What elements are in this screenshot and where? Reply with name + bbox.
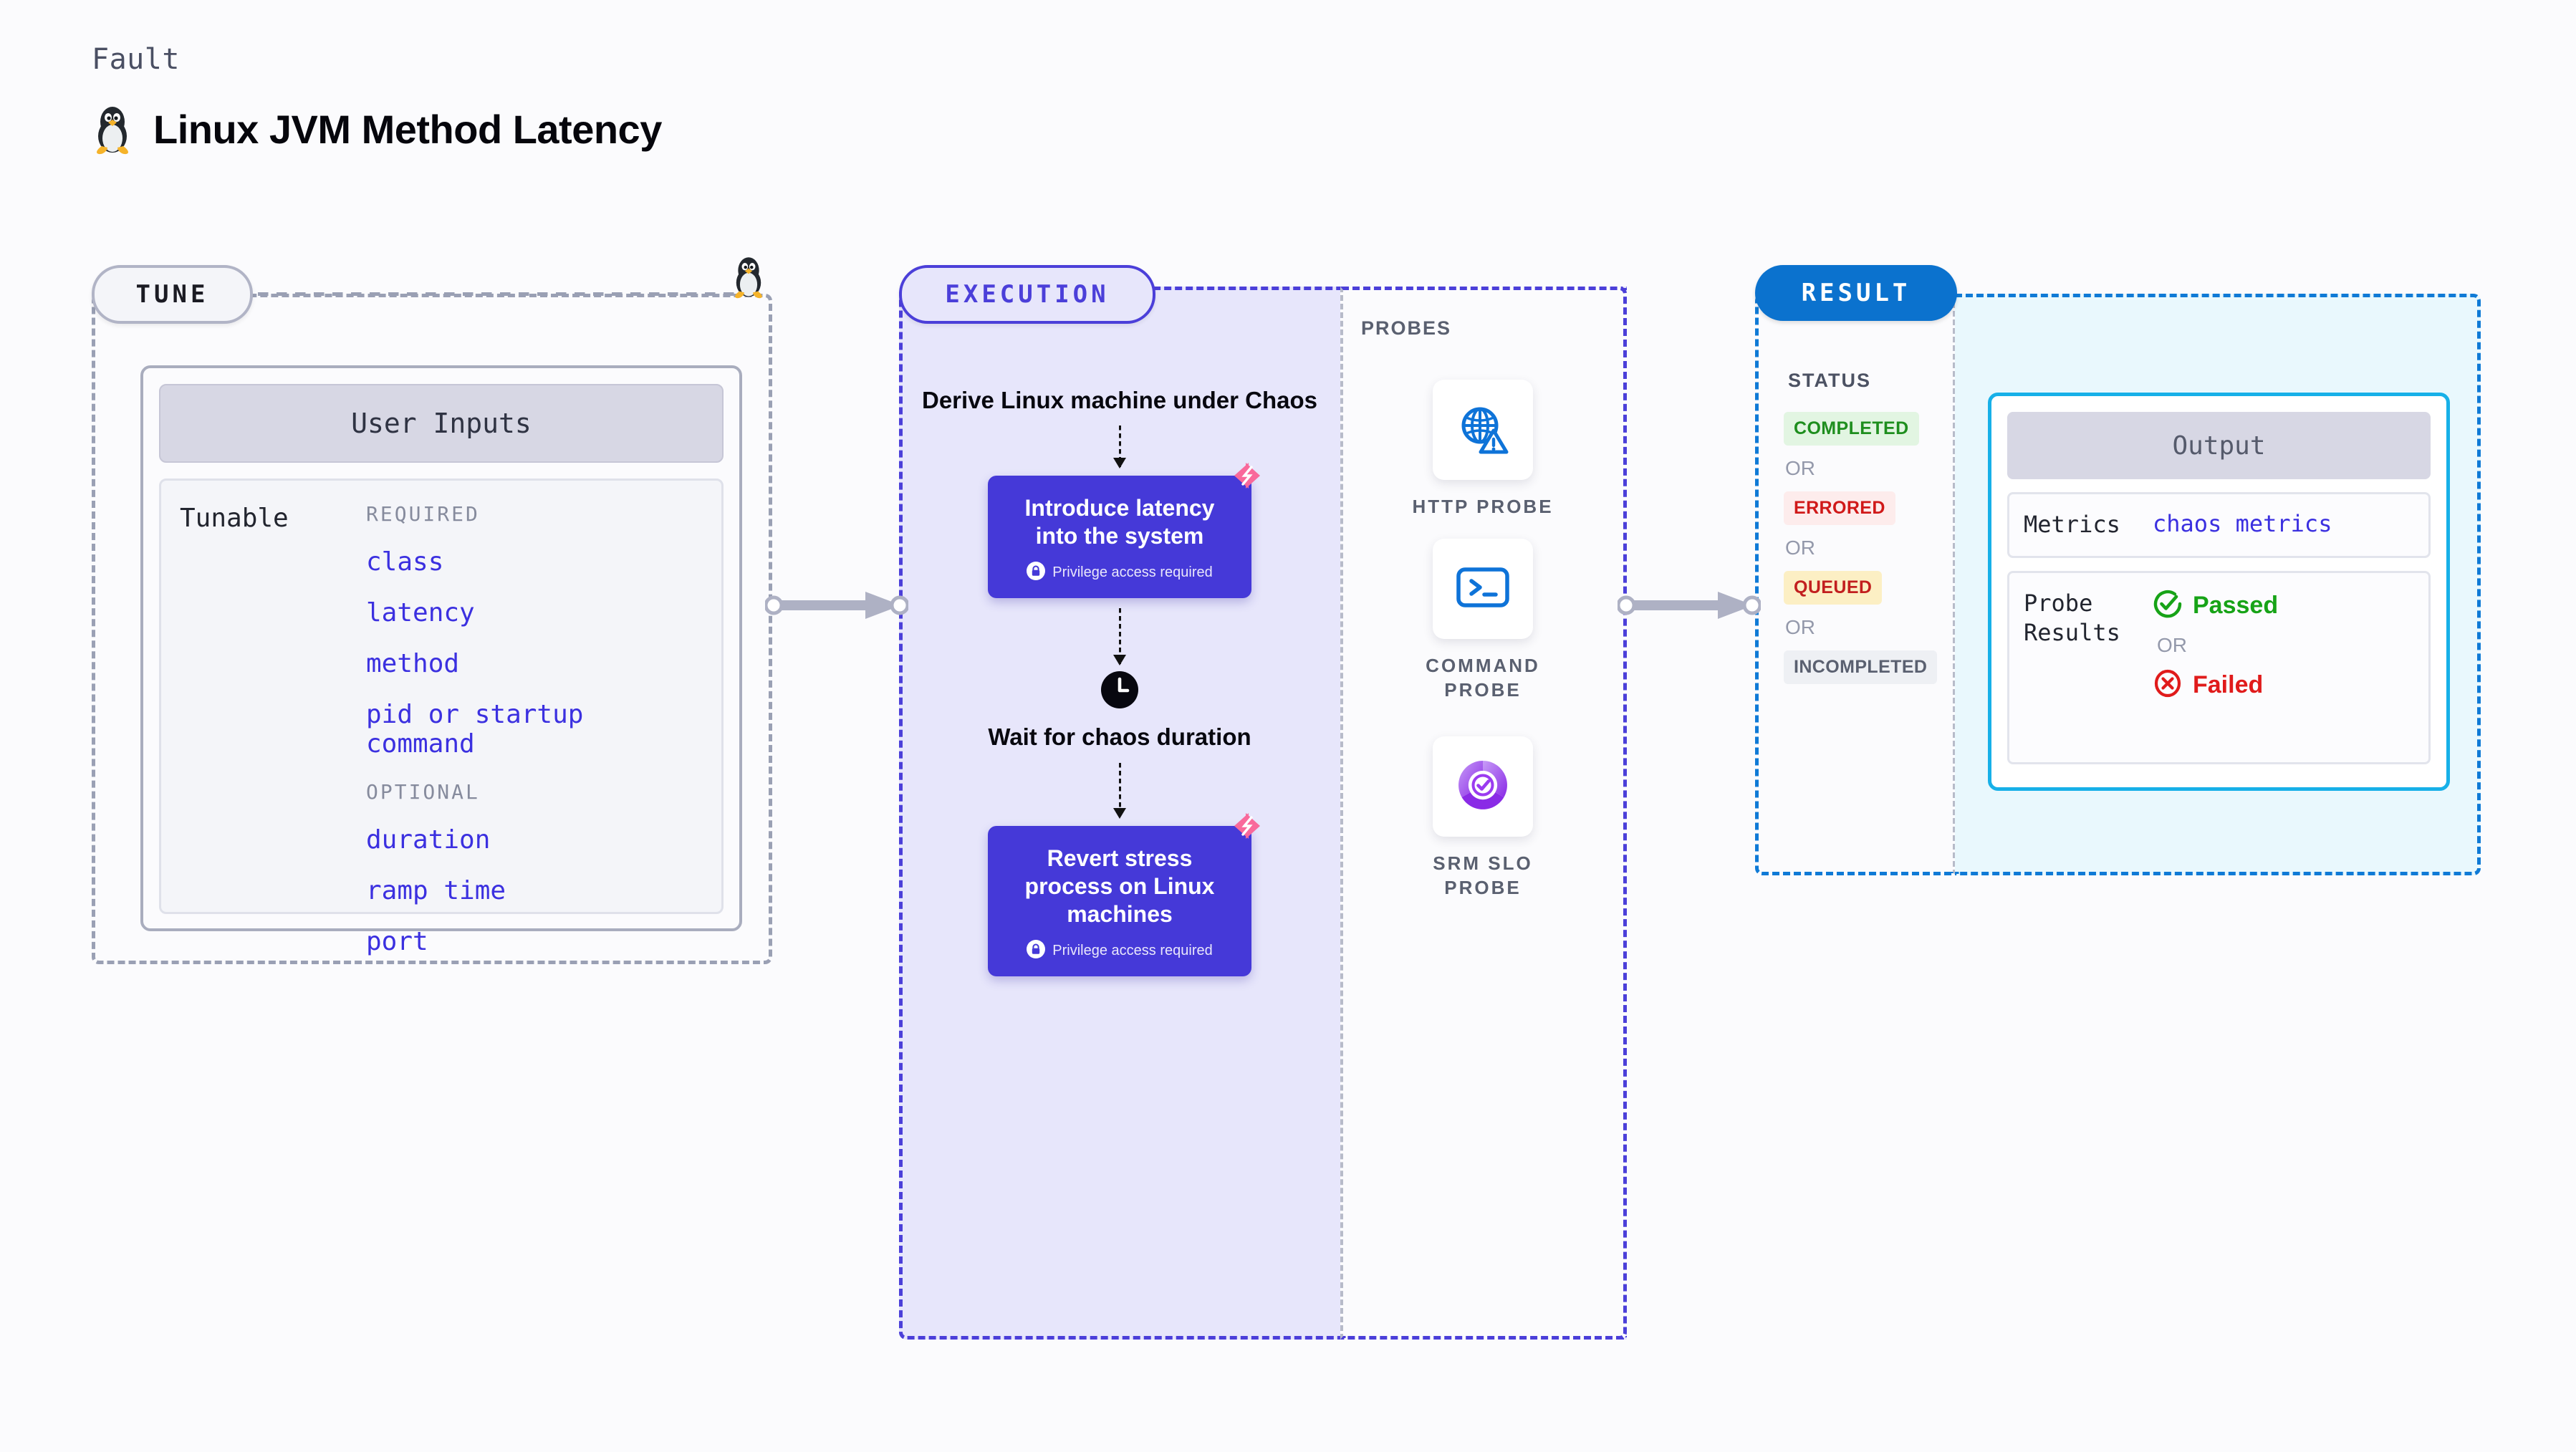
probe-result-passed: Passed xyxy=(2153,589,2278,622)
privilege-row: Privilege access required xyxy=(1001,562,1239,584)
probes-title: PROBES xyxy=(1361,317,1452,339)
linux-penguin-icon xyxy=(92,103,133,155)
probe-card[interactable] xyxy=(1433,380,1533,480)
probe-command[interactable]: COMMAND PROBE xyxy=(1397,539,1569,703)
execution-stage-pill[interactable]: EXECUTION xyxy=(899,265,1155,324)
metrics-label: Metrics xyxy=(2024,511,2120,538)
flow-arrow-1 xyxy=(1113,425,1126,469)
lock-icon xyxy=(1027,562,1046,584)
output-row-probe-results: Probe Results Passed OR xyxy=(2007,570,2431,764)
probe-results-values: Passed OR Failed xyxy=(2153,589,2278,702)
connector-execution-to-result xyxy=(1616,587,1762,627)
user-inputs-header: User Inputs xyxy=(159,384,724,463)
chaos-node-introduce-latency[interactable]: Introduce latency into the system Privil… xyxy=(988,463,1260,599)
probe-result-failed: Failed xyxy=(2153,668,2278,702)
required-group-label: REQUIRED xyxy=(366,502,480,526)
privilege-note: Privilege access required xyxy=(1052,942,1213,958)
passed-label: Passed xyxy=(2193,591,2279,619)
status-badge-incompleted: INCOMPLETED xyxy=(1784,650,1938,684)
output-card: Output Metrics chaos metrics Probe Resul… xyxy=(1988,393,2450,791)
tune-connector-dashed-line xyxy=(258,292,738,296)
tunable-item-duration[interactable]: duration xyxy=(366,825,491,855)
linux-penguin-corner-icon xyxy=(731,254,766,299)
chaos-bolt-icon xyxy=(1230,810,1264,845)
flow-arrow-2 xyxy=(1113,608,1126,666)
or-separator: OR xyxy=(1785,616,1815,638)
lock-icon xyxy=(1027,939,1046,962)
user-inputs-card: User Inputs Tunable REQUIRED class laten… xyxy=(140,365,742,956)
probe-label: SRM SLO PROBE xyxy=(1433,852,1533,899)
status-title: STATUS xyxy=(1788,370,1871,391)
probe-card[interactable] xyxy=(1433,736,1533,837)
tune-stage-pill[interactable]: TUNE xyxy=(92,265,253,324)
status-badge-errored: ERRORED xyxy=(1784,491,1895,525)
output-header: Output xyxy=(2007,412,2431,479)
title-row: Linux JVM Method Latency xyxy=(92,103,662,155)
probe-results-label: Probe Results xyxy=(2024,589,2120,647)
probe-label: COMMAND PROBE xyxy=(1426,655,1540,701)
check-circle-icon xyxy=(2153,589,2183,622)
tunable-item-method[interactable]: method xyxy=(366,649,460,678)
chaos-node-title: Introduce latency into the system xyxy=(1024,495,1215,549)
fault-label: Fault xyxy=(92,43,180,76)
terminal-icon xyxy=(1456,565,1510,613)
or-separator: OR xyxy=(1785,537,1815,559)
privilege-row: Privilege access required xyxy=(1001,939,1239,962)
chaos-node-title: Revert stress process on Linux machines xyxy=(1024,845,1215,927)
derive-machine-step: Derive Linux machine under Chaos xyxy=(922,387,1317,413)
slo-donut-check-icon xyxy=(1455,757,1511,817)
tunable-list: REQUIRED class latency method pid or sta… xyxy=(366,502,703,956)
tunable-item-latency[interactable]: latency xyxy=(366,598,475,628)
tunable-label: Tunable xyxy=(180,504,289,533)
execution-flow: Derive Linux machine under Chaos Introdu… xyxy=(899,287,1340,1340)
or-separator: OR xyxy=(2157,633,2187,656)
status-list: COMPLETED OR ERRORED OR QUEUED OR INCOMP… xyxy=(1784,412,1948,684)
probe-label: HTTP PROBE xyxy=(1412,496,1554,517)
chaos-bolt-icon xyxy=(1230,460,1264,495)
wait-for-chaos-duration-step: Wait for chaos duration xyxy=(988,723,1251,751)
chaos-node-revert-stress[interactable]: Revert stress process on Linux machines … xyxy=(988,812,1260,976)
page-header: Fault Linux JVM Method Latency xyxy=(92,43,662,155)
privilege-note: Privilege access required xyxy=(1052,564,1213,581)
flow-arrow-3 xyxy=(1113,762,1126,819)
metrics-value[interactable]: chaos metrics xyxy=(2153,510,2332,537)
tunable-item-pid-or-startup-command[interactable]: pid or startup command xyxy=(366,700,584,759)
optional-group-label: OPTIONAL xyxy=(366,780,480,804)
clock-icon xyxy=(1101,671,1138,712)
x-circle-icon xyxy=(2153,668,2183,702)
connector-tune-to-execution xyxy=(764,587,910,627)
page-title: Linux JVM Method Latency xyxy=(153,106,662,152)
result-stage-pill[interactable]: RESULT xyxy=(1755,265,1957,321)
status-badge-completed: COMPLETED xyxy=(1784,412,1919,446)
or-separator: OR xyxy=(1785,457,1815,479)
globe-warning-icon xyxy=(1456,402,1509,458)
tunable-panel: Tunable REQUIRED class latency method pi… xyxy=(159,479,724,956)
tunable-item-ramp-time[interactable]: ramp time xyxy=(366,876,506,905)
status-badge-queued: QUEUED xyxy=(1784,571,1883,605)
output-row-metrics: Metrics chaos metrics xyxy=(2007,492,2431,558)
probe-card[interactable] xyxy=(1433,539,1533,639)
probe-http[interactable]: HTTP PROBE xyxy=(1397,380,1569,519)
tunable-item-class[interactable]: class xyxy=(366,547,444,577)
failed-label: Failed xyxy=(2193,670,2264,698)
probe-srm-slo[interactable]: SRM SLO PROBE xyxy=(1397,736,1569,900)
tunable-item-port[interactable]: port xyxy=(366,927,428,956)
